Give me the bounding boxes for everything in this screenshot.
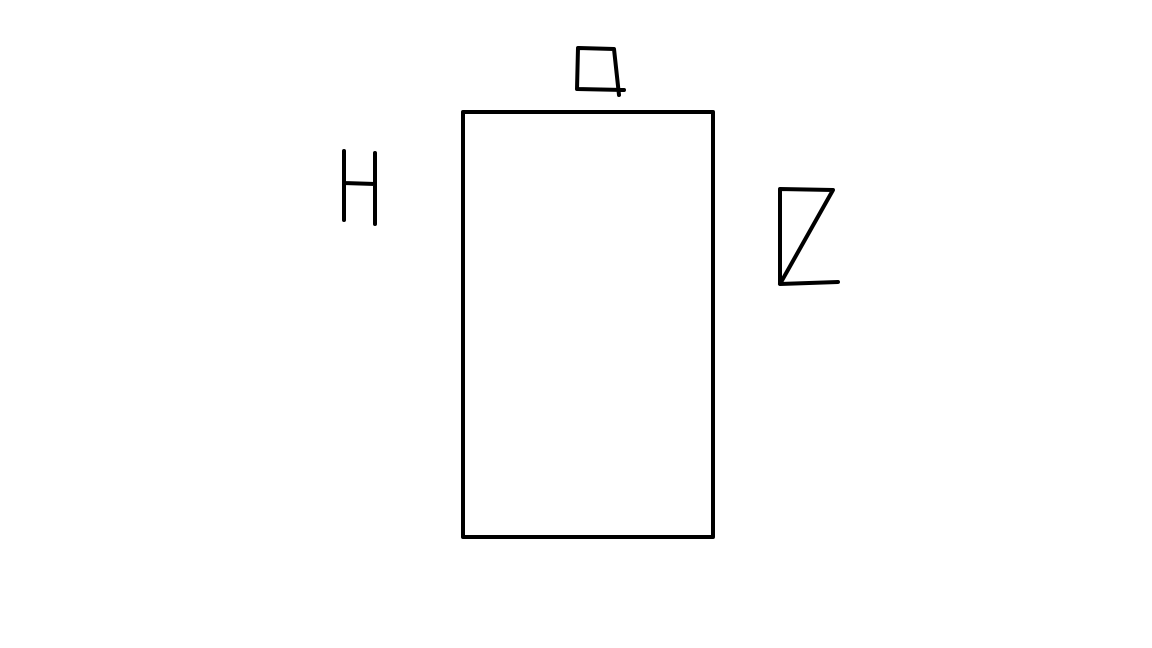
left-handwritten-shape [342, 149, 377, 226]
top-handwritten-shape [575, 46, 626, 97]
right-handwritten-shape [778, 187, 840, 286]
main-rectangle [461, 110, 715, 539]
